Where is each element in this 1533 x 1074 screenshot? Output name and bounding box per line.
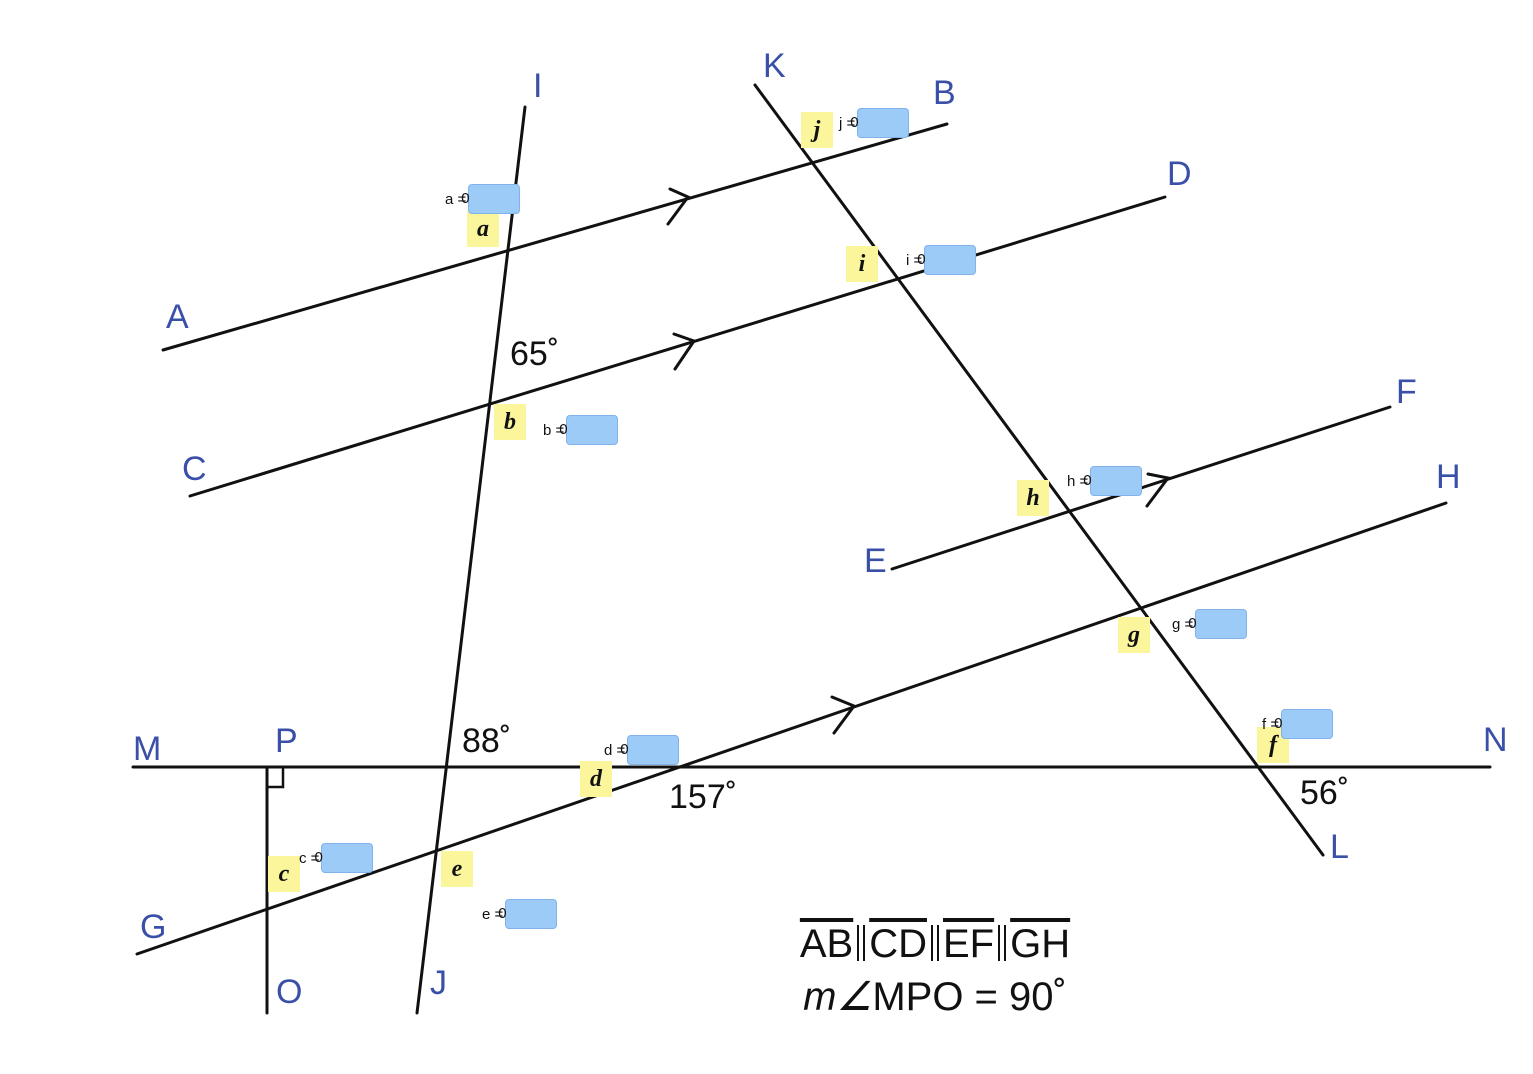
point-label-j: J [430, 964, 447, 1002]
answer-c-value: 0 [314, 849, 323, 866]
line-gh [135, 501, 1448, 956]
point-label-n: N [1483, 721, 1508, 759]
angle-label-88: 88˚ [462, 722, 511, 760]
point-label-b: B [933, 74, 956, 112]
variable-tag-g: g [1118, 617, 1150, 653]
parallel-symbol [931, 925, 939, 961]
variable-tag-i: i [846, 246, 878, 282]
line-cd [188, 195, 1167, 498]
answer-f-label: f = [1262, 715, 1280, 733]
answer-h[interactable]: h = 0 [1067, 466, 1143, 496]
answer-i-value: 0 [917, 251, 926, 268]
line-kl [753, 83, 1325, 857]
variable-tag-e: e [441, 851, 473, 887]
variable-tag-j: j [801, 112, 833, 148]
answer-j-label: j = [839, 114, 856, 132]
answer-b-value: 0 [559, 421, 568, 438]
answer-b-label: b = [543, 421, 565, 439]
variable-tag-b: b [494, 404, 526, 440]
point-label-i: I [533, 67, 542, 105]
point-label-e: E [864, 542, 887, 580]
parallel-arrow-ab [666, 187, 691, 226]
answer-d-label: d = [604, 741, 626, 759]
point-label-f: F [1396, 373, 1417, 411]
parallel-arrow-gh [830, 695, 857, 735]
answer-b-input[interactable]: 0 [559, 415, 619, 445]
answer-g-input[interactable]: 0 [1188, 609, 1248, 639]
point-label-k: K [763, 47, 786, 85]
angle-label-65: 65˚ [510, 335, 559, 373]
answer-h-label: h = [1067, 472, 1089, 490]
answer-h-value: 0 [1083, 472, 1092, 489]
angle-mpo-value: MPO = 90˚ [872, 975, 1067, 1019]
answer-j-value: 0 [850, 114, 859, 131]
variable-tag-a: a [467, 211, 499, 247]
parallel-symbol [857, 925, 866, 961]
parallel-arrow-ef [1145, 472, 1171, 508]
variable-tag-c: c [268, 856, 300, 892]
point-label-a: A [166, 298, 189, 336]
point-label-o: O [276, 973, 302, 1011]
given-angle-statement: m∠MPO = 90˚ [760, 974, 1110, 1020]
answer-j[interactable]: j = 0 [839, 108, 910, 138]
answer-i-label: i = [906, 251, 923, 269]
line-ab [161, 122, 949, 352]
segment-ef: EF [943, 922, 995, 966]
point-label-l: L [1330, 828, 1349, 866]
answer-e-label: e = [482, 905, 504, 923]
answer-i-input[interactable]: 0 [917, 245, 977, 275]
parallel-arrow-cd [672, 332, 697, 371]
answer-e[interactable]: e = 0 [482, 899, 558, 929]
answer-g-label: g = [1172, 615, 1194, 633]
variable-tag-h: h [1017, 480, 1049, 516]
answer-e-input[interactable]: 0 [498, 899, 558, 929]
answer-f[interactable]: f = 0 [1262, 709, 1334, 739]
answer-h-input[interactable]: 0 [1083, 466, 1143, 496]
segment-gh: GH [1010, 922, 1071, 966]
right-angle-mark [265, 767, 285, 789]
answer-a-input[interactable]: 0 [461, 184, 521, 214]
answer-g[interactable]: g = 0 [1172, 609, 1248, 639]
point-label-c: C [182, 450, 207, 488]
answer-i[interactable]: i = 0 [906, 245, 977, 275]
angle-label-56: 56˚ [1300, 774, 1349, 812]
answer-a-value: 0 [461, 190, 470, 207]
point-label-g: G [140, 908, 166, 946]
point-label-m: M [133, 730, 161, 768]
segment-ab: AB [799, 922, 854, 966]
answer-d-value: 0 [620, 741, 629, 758]
answer-d-input[interactable]: 0 [620, 735, 680, 765]
line-ij [415, 105, 527, 1015]
answer-a-label: a = [445, 190, 467, 208]
given-parallel-statement: AB CD EF GH [760, 922, 1110, 967]
answer-a[interactable]: a = 0 [445, 184, 521, 214]
point-label-p: P [275, 722, 298, 760]
answer-g-value: 0 [1188, 615, 1197, 632]
point-label-h: H [1436, 458, 1461, 496]
segment-cd: CD [869, 922, 927, 966]
angle-label-157: 157˚ [669, 778, 737, 816]
answer-c[interactable]: c = 0 [299, 843, 374, 873]
answer-c-label: c = [299, 849, 320, 867]
answer-f-value: 0 [1274, 715, 1283, 732]
answer-j-input[interactable]: 0 [850, 108, 910, 138]
point-label-d: D [1167, 155, 1192, 193]
answer-f-input[interactable]: 0 [1274, 709, 1334, 739]
parallel-symbol [998, 925, 1007, 961]
variable-tag-d: d [580, 761, 612, 797]
answer-d[interactable]: d = 0 [604, 735, 680, 765]
angle-measure-prefix: m∠ [803, 975, 873, 1019]
answer-b[interactable]: b = 0 [543, 415, 619, 445]
answer-c-input[interactable]: 0 [314, 843, 374, 873]
answer-e-value: 0 [498, 905, 507, 922]
